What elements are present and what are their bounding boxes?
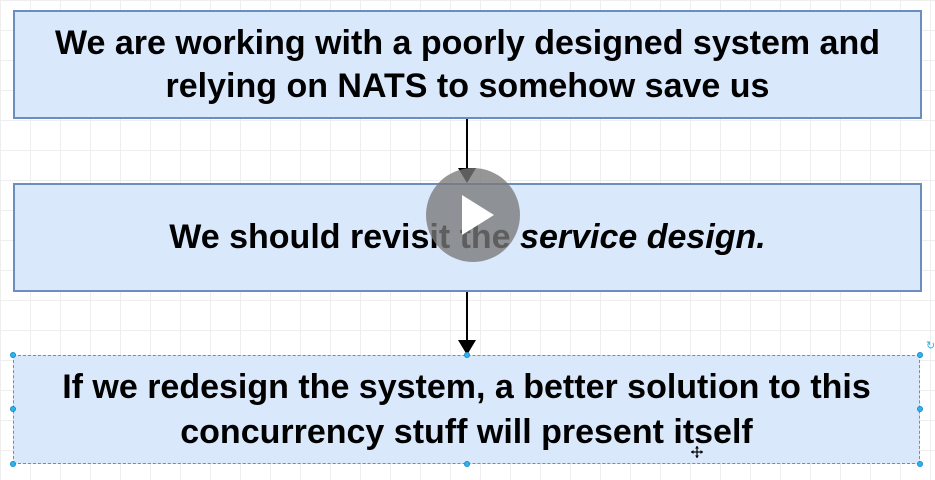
selection-handle-top-right[interactable]: [917, 352, 923, 358]
box-text-line: relying on NATS to somehow save us: [165, 66, 770, 105]
flow-box-redesign[interactable]: If we redesign the system, a better solu…: [13, 355, 920, 464]
selection-handle-middle-right[interactable]: [917, 406, 923, 412]
selection-handle-top-left[interactable]: [10, 352, 16, 358]
selection-handle-bottom-center[interactable]: [464, 461, 470, 467]
box-text-line: concurrency stuff will present itself: [180, 412, 753, 451]
selection-handle-middle-left[interactable]: [10, 406, 16, 412]
box-text-emphasis: service design.: [520, 218, 766, 257]
flow-box-redesign-text: If we redesign the system, a better solu…: [56, 365, 877, 453]
flow-box-problem-text: We are working with a poorly designed sy…: [49, 22, 886, 107]
play-button[interactable]: [426, 168, 520, 262]
play-icon: [462, 195, 494, 235]
selection-handle-bottom-left[interactable]: [10, 461, 16, 467]
connector-arrow-2[interactable]: [458, 292, 476, 355]
flow-box-problem[interactable]: We are working with a poorly designed sy…: [13, 10, 922, 119]
rotate-handle-icon[interactable]: ↻: [926, 340, 935, 352]
box-text-line: We are working with a poorly designed sy…: [54, 24, 880, 62]
selection-handle-top-center[interactable]: [464, 352, 470, 358]
box-text-line: If we redesign the system, a better solu…: [62, 368, 871, 407]
selection-handle-bottom-right[interactable]: [917, 461, 923, 467]
move-cursor-icon: [691, 446, 703, 458]
